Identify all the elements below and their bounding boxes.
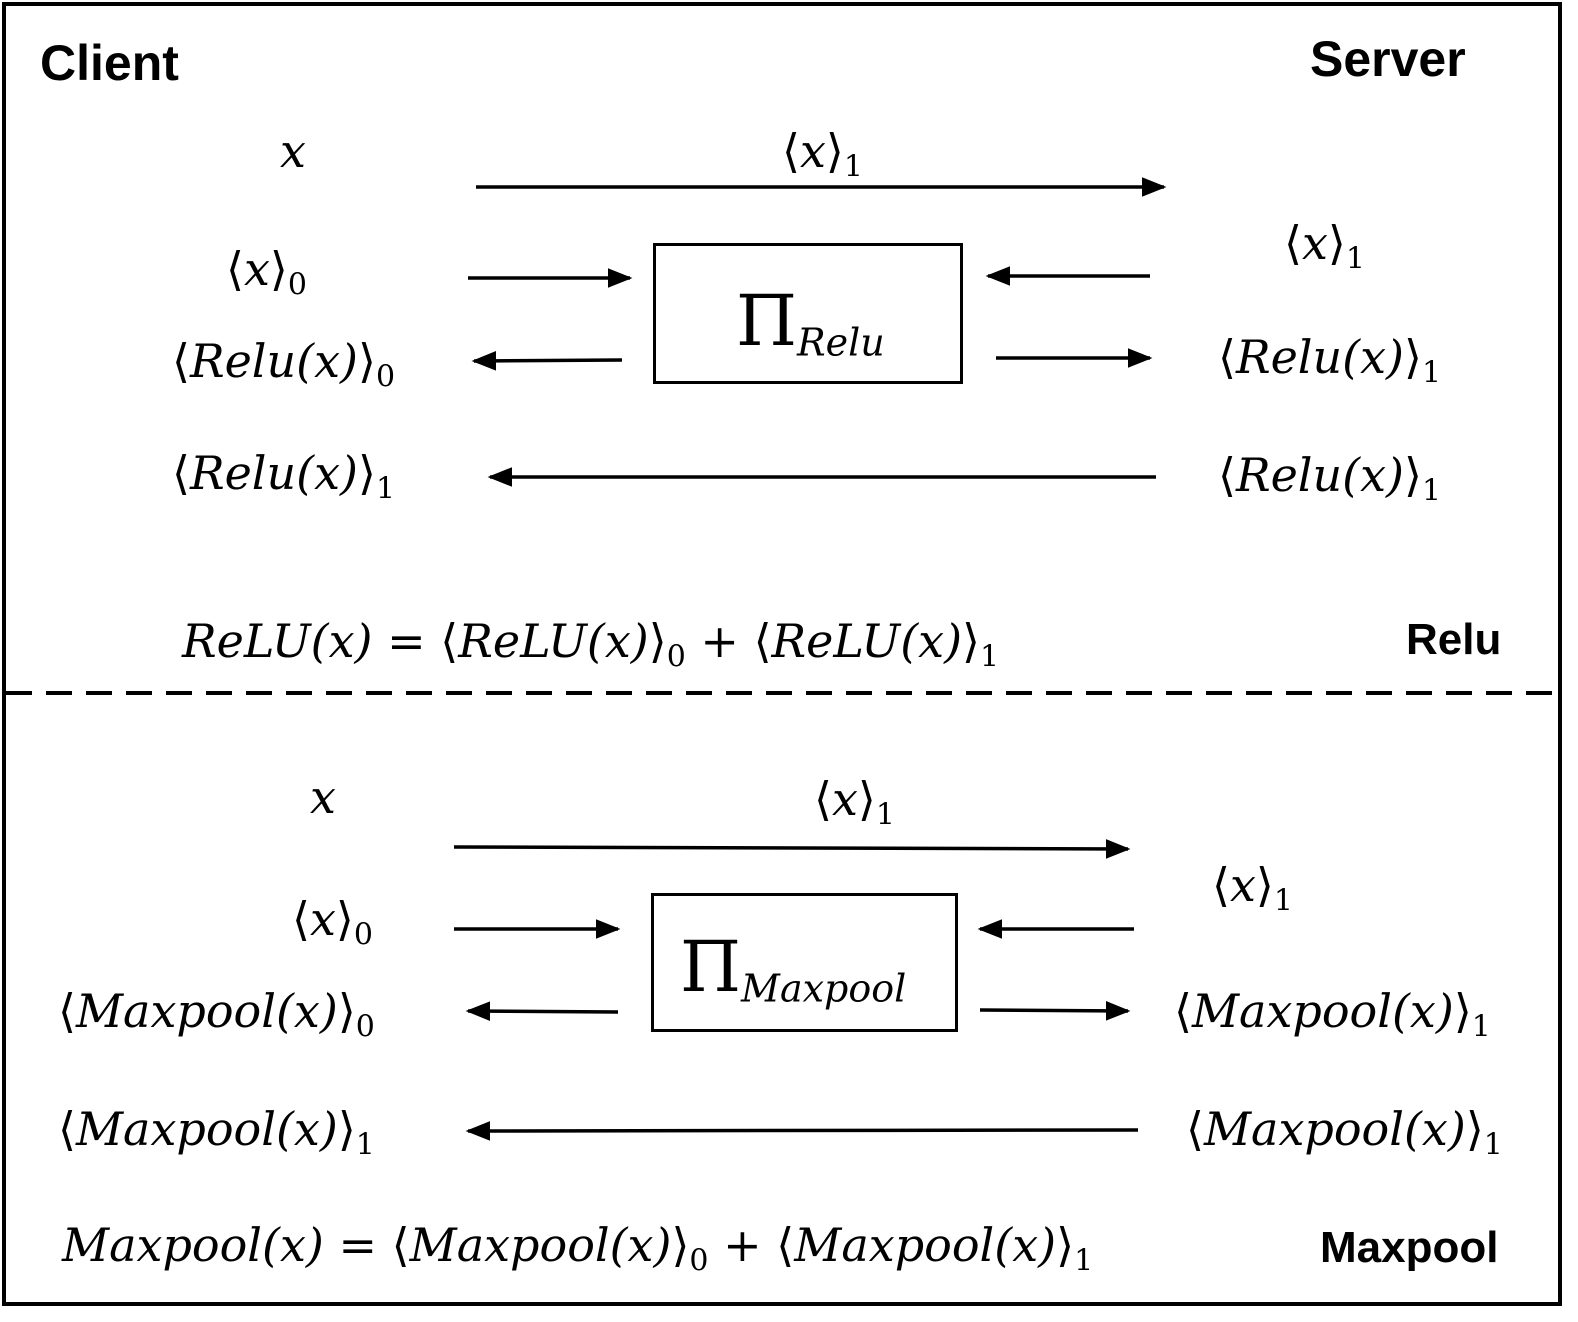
relu-client-received: ⟨Relu(x)⟩1 (172, 446, 396, 507)
maxpool-client-x: x (310, 770, 336, 824)
relu-section-name: Relu (1406, 615, 1502, 664)
relu-server-output: ⟨Relu(x)⟩1 (1218, 330, 1442, 391)
maxpool-client-output: ⟨Maxpool(x)⟩0 (58, 984, 375, 1045)
maxpool-sent-share-label: ⟨x⟩1 (814, 772, 895, 833)
relu-client-share: ⟨x⟩0 (226, 242, 307, 303)
maxpool-protocol-box (651, 893, 958, 1032)
maxpool-box-to-server-arrow (979, 1001, 1131, 1021)
relu-protocol-box (653, 243, 963, 384)
relu-protocol-label: ΠRelu (736, 280, 885, 365)
relu-server-sent: ⟨Relu(x)⟩1 (1218, 448, 1442, 509)
relu-server-share: ⟨x⟩1 (1284, 216, 1365, 277)
diagram-frame (2, 2, 1562, 1306)
relu-box-to-client-arrow (471, 351, 623, 371)
relu-formula: ReLU(x) = ⟨ReLU(x)⟩0 + ⟨ReLU(x)⟩1 (182, 614, 1000, 675)
maxpool-box-to-client-arrow (465, 1001, 619, 1021)
server-header: Server (1310, 31, 1466, 87)
relu-sent-share-label: ⟨x⟩1 (782, 124, 863, 185)
relu-client-output: ⟨Relu(x)⟩0 (172, 334, 396, 395)
maxpool-server-output: ⟨Maxpool(x)⟩1 (1174, 984, 1491, 1045)
maxpool-formula: Maxpool(x) = ⟨Maxpool(x)⟩0 + ⟨Maxpool(x)… (62, 1218, 1094, 1279)
maxpool-client-share: ⟨x⟩0 (292, 892, 373, 953)
maxpool-client-received: ⟨Maxpool(x)⟩1 (58, 1102, 375, 1163)
maxpool-server-share: ⟨x⟩1 (1212, 858, 1293, 919)
maxpool-server-return-arrow (465, 1121, 1139, 1141)
maxpool-server-sent: ⟨Maxpool(x)⟩1 (1186, 1102, 1503, 1163)
maxpool-section-name: Maxpool (1320, 1223, 1499, 1272)
maxpool-protocol-label: ΠMaxpool (680, 926, 907, 1011)
client-header: Client (40, 35, 179, 91)
maxpool-send-share-arrow (453, 839, 1131, 859)
relu-client-x: x (280, 124, 306, 178)
